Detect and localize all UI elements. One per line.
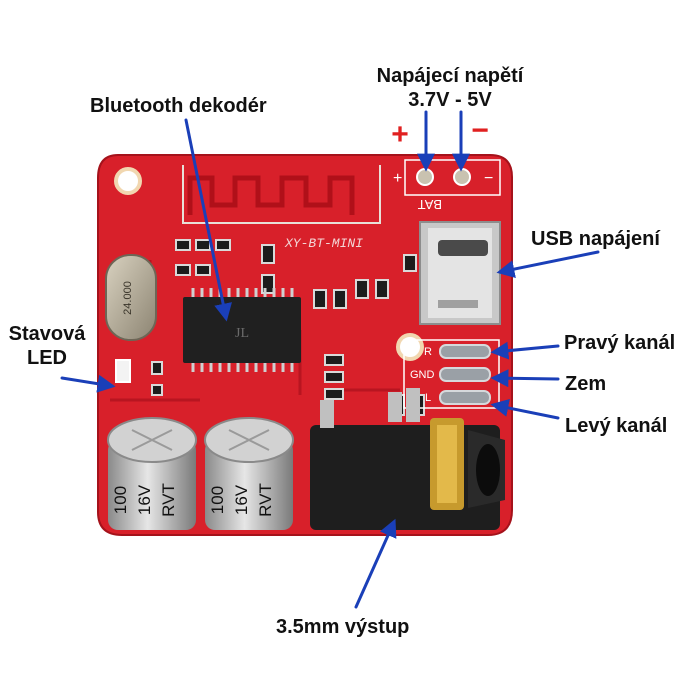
pin-minus-silk: − <box>484 170 493 187</box>
cap2-voltage: 16V <box>232 484 251 515</box>
power-label-range: 3.7V - 5V <box>408 89 492 111</box>
audio-jack <box>310 388 505 530</box>
cap1-series: RVT <box>159 483 178 517</box>
status-led-label-line1: Stavová <box>8 323 86 345</box>
pad-gnd <box>439 367 491 382</box>
arrow-status-led <box>60 374 116 393</box>
annotation-arrows <box>60 110 600 609</box>
status-led-label: Stavová LED <box>2 322 92 370</box>
cap2-value: 100 <box>208 486 227 514</box>
arrow-ground <box>490 369 560 388</box>
smd-components <box>151 239 425 416</box>
bluetooth-decoder-chip: JL <box>183 288 301 372</box>
capacitor-1: 100 16V RVT <box>107 417 197 530</box>
pcb-board: + − BAT XY-BT-MINI 24.000 <box>97 154 513 536</box>
usb-label: USB napájení <box>531 228 660 250</box>
status-led <box>115 359 131 383</box>
pad-r <box>439 344 491 359</box>
pad-l-silk: L <box>425 392 431 404</box>
left-channel-label: Levý kanál <box>565 415 668 437</box>
arrow-usb <box>496 250 600 278</box>
cap2-series: RVT <box>256 483 275 517</box>
chip-logo: JL <box>235 326 249 341</box>
output-pads: R GND L <box>403 339 500 409</box>
pad-r-silk: R <box>424 346 432 358</box>
cap1-voltage: 16V <box>135 484 154 515</box>
decoder-label: Bluetooth dekodér <box>90 95 267 117</box>
pin-plus <box>416 168 434 186</box>
arrow-left-channel <box>490 399 560 420</box>
ground-label: Zem <box>565 373 607 395</box>
crystal-label: 24.000 <box>122 281 134 315</box>
arrow-right-channel <box>490 341 560 360</box>
pad-l <box>439 390 491 405</box>
capacitor-2: 100 16V RVT <box>204 417 294 530</box>
status-led-label-line2: LED <box>27 347 67 369</box>
arrow-output <box>354 518 397 609</box>
right-channel-label: Pravý kanál <box>564 332 676 354</box>
plus-marker: + <box>391 118 409 151</box>
pin-minus <box>453 168 471 186</box>
board-name-silk: XY-BT-MINI <box>284 236 363 251</box>
arrow-decoder <box>184 118 232 322</box>
pin-plus-silk: + <box>393 170 402 187</box>
power-label: Napájecí napětí 3.7V - 5V <box>350 64 550 112</box>
mounting-hole-center <box>396 333 424 361</box>
antenna-trace <box>182 165 381 224</box>
usb-connector <box>419 221 501 325</box>
bat-silk: BAT <box>418 197 442 212</box>
crystal-oscillator: 24.000 <box>105 254 157 341</box>
minus-marker: − <box>471 114 489 147</box>
pad-gnd-silk: GND <box>410 369 435 381</box>
output-label: 3.5mm výstup <box>276 616 410 638</box>
cap1-value: 100 <box>111 486 130 514</box>
power-label-title: Napájecí napětí <box>376 65 524 87</box>
mounting-hole-top <box>114 167 142 195</box>
